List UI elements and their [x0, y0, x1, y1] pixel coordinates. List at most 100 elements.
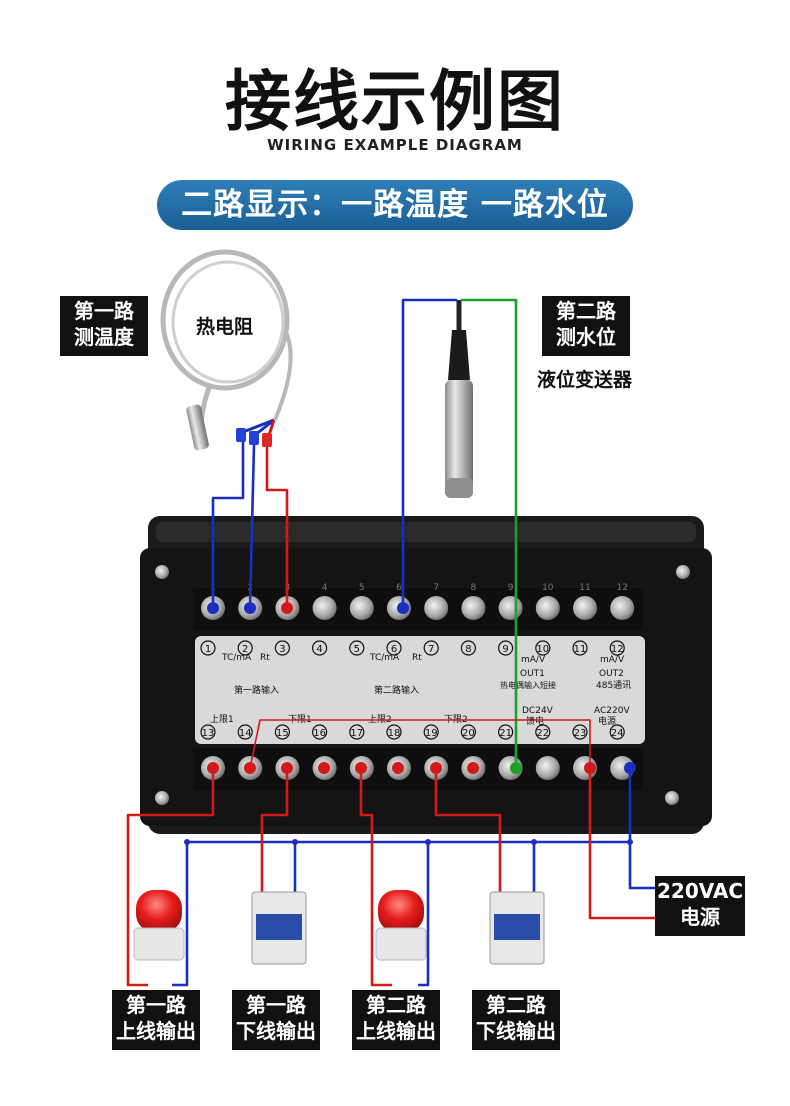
panel-terminal-circle-top	[460, 640, 476, 656]
wire-terminal-dot	[392, 762, 404, 774]
terminal-number-top: 7	[433, 583, 439, 593]
panel-terminal-circle-top	[349, 640, 365, 656]
wire-terminal-dot	[467, 762, 479, 774]
panel-tcma-1: TC/mA	[221, 653, 252, 663]
panel-ma-v-1: mA/V	[521, 655, 546, 665]
terminal-screw-top	[461, 596, 486, 620]
panel-485: 485通讯	[596, 680, 631, 691]
panel-out1: OUT1	[520, 669, 545, 679]
panel-terminal-number-top: 7	[428, 644, 434, 655]
terminal-screw-bottom	[535, 756, 560, 780]
panel-terminal-number-top: 9	[502, 644, 508, 655]
panel-terminal-number-bottom: 13	[202, 728, 215, 739]
panel-terminal-number-bottom: 14	[239, 728, 252, 739]
panel-terminal-number-top: 2	[242, 644, 248, 655]
panel-dc24v: DC24V	[522, 706, 554, 716]
page-subtitle: WIRING EXAMPLE DIAGRAM	[267, 136, 523, 154]
contactor-1	[251, 891, 307, 965]
wire-terminal-dot	[207, 762, 219, 774]
output-label-4: 第二路下线输出	[472, 990, 560, 1050]
terminal-number-top: 12	[616, 583, 627, 593]
panel-terminal-circle-bottom	[572, 724, 588, 740]
panel-terminal-circle-top	[237, 640, 253, 656]
panel-terminal-circle-bottom	[386, 724, 402, 740]
panel-terminal-circle-bottom	[237, 724, 253, 740]
bus-junction-dot	[627, 839, 633, 845]
wire-terminal-dot	[207, 602, 219, 614]
bus-junction-dot	[184, 839, 190, 845]
terminal-number-top: 5	[359, 583, 365, 593]
wire-terminal-dot	[510, 762, 522, 774]
panel-terminal-number-bottom: 23	[574, 728, 587, 739]
panel-terminal-number-bottom: 19	[425, 728, 438, 739]
wire-junctions	[184, 602, 636, 845]
panel-terminal-number-top: 6	[391, 644, 397, 655]
panel-terminal-circle-bottom	[498, 724, 514, 740]
panel-terminal-number-top: 4	[316, 644, 322, 655]
wire-terminal-dot	[584, 762, 596, 774]
panel-terminal-number-top: 3	[279, 644, 285, 655]
terminal-screw-top	[424, 596, 449, 620]
terminal-screw-top	[610, 596, 635, 620]
terminal-screw-top	[535, 596, 560, 620]
panel-terminal-circle-top	[535, 640, 551, 656]
wire-terminal-dot	[430, 762, 442, 774]
panel-terminal-number-top: 12	[611, 644, 624, 655]
panel-terminal-circle-bottom	[535, 724, 551, 740]
panel-terminal-number-bottom: 22	[536, 728, 549, 739]
panel-terminal-number-bottom: 24	[611, 728, 624, 739]
panel-terminal-number-top: 10	[536, 644, 549, 655]
panel-terminal-number-bottom: 17	[350, 728, 363, 739]
contactor-2	[489, 891, 545, 965]
panel-terminal-circle-bottom	[609, 724, 625, 740]
panel-terminal-number-bottom: 20	[462, 728, 475, 739]
alarm-lamp-2	[375, 890, 427, 961]
panel-terminal-circle-top	[274, 640, 290, 656]
panel-power: 电源	[598, 715, 616, 727]
bus-junction-dot	[292, 839, 298, 845]
wire-terminal-dot	[244, 762, 256, 774]
ch2-level-label: 第二路测水位	[542, 296, 630, 356]
wire-terminal-dot	[281, 762, 293, 774]
bus-junction-dot	[531, 839, 537, 845]
panel-input-2: 第二路输入	[374, 684, 419, 696]
panel-supply: 馈电	[526, 715, 544, 727]
terminal-number-top: 8	[471, 583, 477, 593]
panel-rt-2: Rt	[412, 653, 422, 663]
panel-terminal-circle-top	[498, 640, 514, 656]
panel-input-1: 第一路输入	[234, 684, 279, 696]
terminal-number-top: 9	[508, 583, 514, 593]
panel-terminal-circle-top	[200, 640, 216, 656]
panel-terminal-number-top: 1	[205, 644, 211, 655]
mode-banner: 二路显示：一路温度 一路水位	[157, 180, 633, 230]
terminal-screw-top	[349, 596, 374, 620]
page-title: 接线示例图	[225, 63, 565, 140]
panel-terminal-number-bottom: 21	[499, 728, 512, 739]
panel-terminal-number-bottom: 18	[388, 728, 401, 739]
terminal-screw-top	[498, 596, 523, 620]
panel-terminal-circle-top	[312, 640, 328, 656]
wire-terminal-dot	[244, 602, 256, 614]
panel-terminal-circle-bottom	[460, 724, 476, 740]
panel-terminal-circle-bottom	[274, 724, 290, 740]
output-label-2: 第一路下线输出	[232, 990, 320, 1050]
controller-device	[140, 516, 712, 834]
wire-terminal-dot	[355, 762, 367, 774]
wire-terminal-dot	[624, 762, 636, 774]
panel-ma-v-2: mA/V	[600, 655, 625, 665]
panel-terminal-number-top: 11	[574, 644, 587, 655]
panel-ac220v: AC220V	[594, 706, 630, 716]
wire-terminal-dot	[318, 762, 330, 774]
panel-terminal-circle-top	[423, 640, 439, 656]
panel-out2: OUT2	[599, 669, 624, 679]
terminal-screw-top	[573, 596, 597, 620]
output-label-3: 第二路上线输出	[352, 990, 440, 1050]
panel-tcma-2: TC/mA	[369, 653, 400, 663]
output-label-1: 第一路上线输出	[112, 990, 200, 1050]
panel-short-note: 热电偶输入短接	[500, 680, 556, 690]
panel-terminal-circle-bottom	[200, 724, 216, 740]
panel-terminal-number-top: 8	[465, 644, 471, 655]
